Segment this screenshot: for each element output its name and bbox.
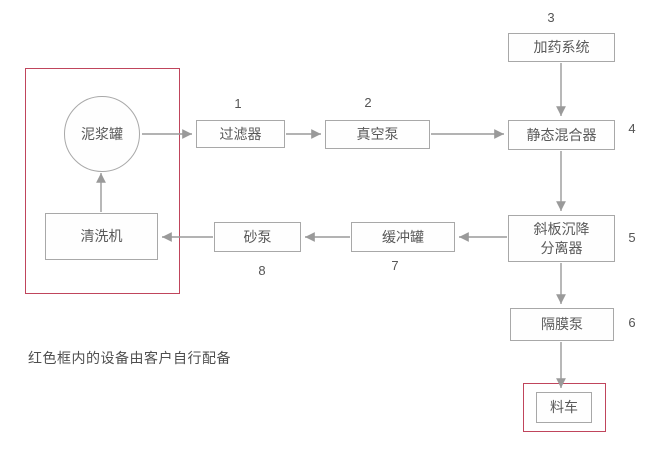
node-dosing-system: 加药系统 [508, 33, 615, 62]
customer-equipment-frame [25, 68, 180, 294]
node-sand-pump: 砂泵 [214, 222, 301, 252]
step-number-1: 1 [234, 96, 242, 111]
step-number-5: 5 [628, 230, 636, 245]
node-diaphragm-pump: 隔膜泵 [510, 308, 614, 341]
node-mud-tank: 泥浆罐 [64, 96, 140, 172]
step-number-3: 3 [547, 10, 555, 25]
node-separator: 斜板沉降 分离器 [508, 215, 615, 262]
step-number-2: 2 [364, 95, 372, 110]
node-buffer-tank: 缓冲罐 [351, 222, 455, 252]
note-text: 红色框内的设备由客户自行配备 [28, 350, 231, 366]
node-cart: 料车 [536, 392, 592, 423]
step-number-4: 4 [628, 121, 636, 136]
node-filter: 过滤器 [196, 120, 285, 148]
node-vacuum-pump: 真空泵 [325, 120, 430, 149]
step-number-8: 8 [258, 263, 266, 278]
step-number-6: 6 [628, 315, 636, 330]
node-washer: 清洗机 [45, 213, 158, 260]
step-number-7: 7 [391, 258, 399, 273]
node-static-mixer: 静态混合器 [508, 120, 615, 150]
